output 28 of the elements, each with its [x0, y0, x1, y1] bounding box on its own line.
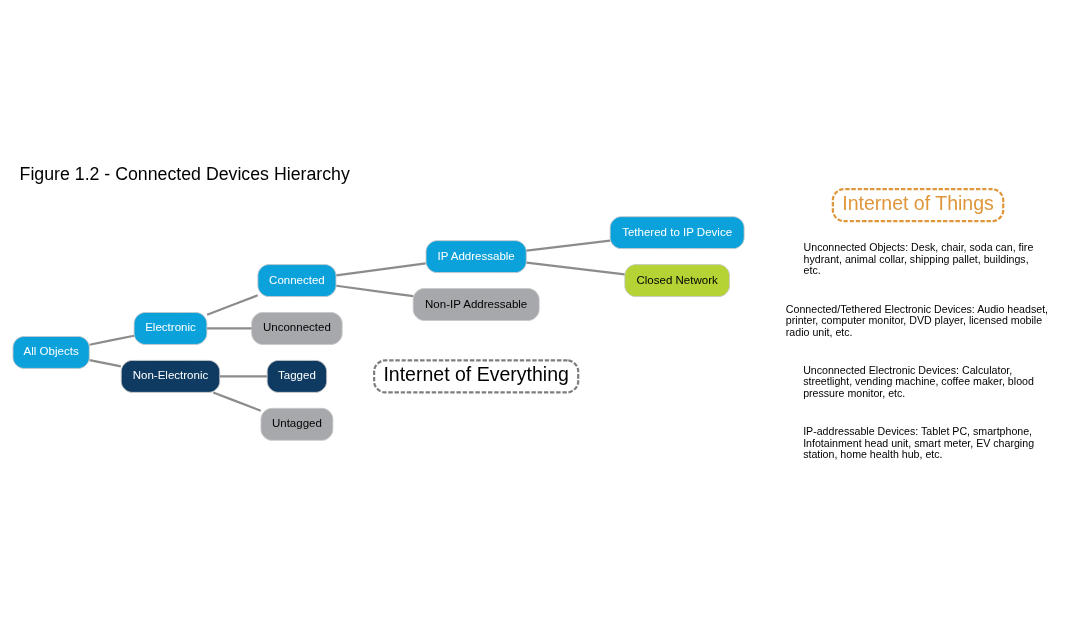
node-box: Electronic: [133, 311, 208, 345]
connector: [336, 261, 426, 276]
label: Unconnected Objects: Desk, chair, soda can, fire hydrant, animal collar, shipping pallet, buildings, etc.: [803, 240, 1034, 276]
node-box: Non-IP Addressable: [412, 287, 540, 321]
label: Unconnected Electronic Devices: Calculator, streetlight, vending machine, coffee maker, blood pressure monitor, etc.: [803, 363, 1034, 399]
connector: [336, 284, 414, 297]
node-box: Tagged: [266, 359, 328, 393]
node-box: Non-Electronic: [120, 359, 221, 393]
connector: [206, 293, 259, 316]
node-box: IP Addressable: [425, 239, 527, 273]
connector: [526, 260, 625, 275]
label: Connected/Tethered Electronic Devices: Audio headset, printer, computer monitor, DVD player, licensed mobile radio unit, etc.: [785, 302, 1049, 338]
connector: [89, 358, 122, 368]
node-box: Internet of Things: [831, 187, 1005, 222]
connector: [219, 374, 267, 377]
connector: [89, 334, 135, 346]
node-box: All Objects: [12, 335, 90, 369]
connector: [212, 390, 262, 412]
node-box: Internet of Everything: [373, 358, 580, 393]
connector: [526, 239, 611, 252]
connector: [207, 326, 252, 330]
node-box: Unconnected: [251, 311, 343, 345]
node-box: Connected: [257, 263, 337, 297]
diagram-title: Figure 1.2 - Connected Devices Hierarchy: [19, 163, 350, 184]
label: IP-addressable Devices: Tablet PC, smartphone, Infotainment head unit, smart meter, EV charging station, home health hub, etc.: [803, 424, 1035, 460]
node-box: Closed Network: [624, 263, 730, 297]
node-box: Tethered to IP Device: [609, 215, 745, 249]
node-box: Untagged: [260, 407, 334, 441]
